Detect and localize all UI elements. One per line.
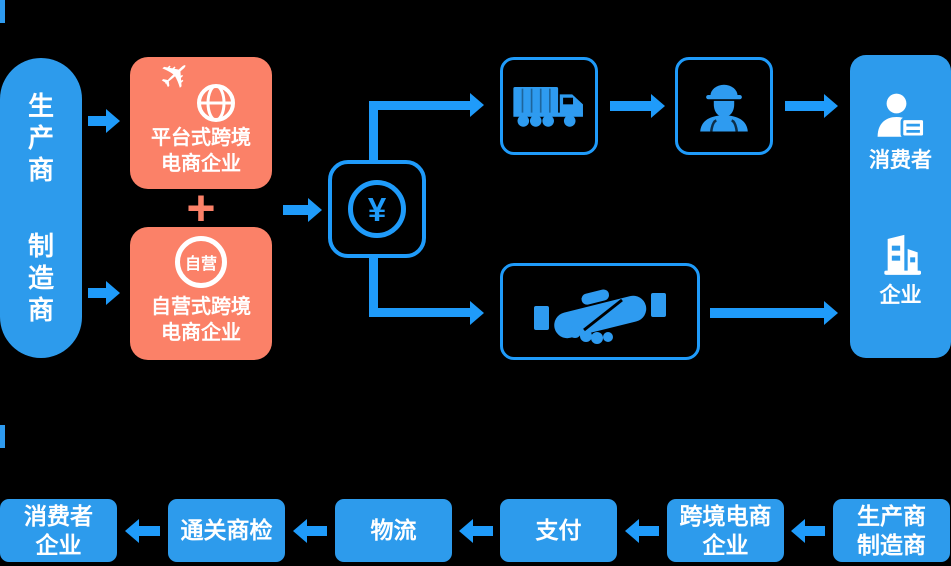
step-label: 企业 xyxy=(35,531,82,558)
arrow-left-icon xyxy=(293,519,327,543)
deal-node xyxy=(500,263,700,360)
enterprise-icon xyxy=(883,234,921,275)
step-label: 通关商检 xyxy=(180,517,273,543)
globe-icon xyxy=(197,84,235,122)
producer-pill: 生产商 制造商 xyxy=(0,58,82,358)
handshake-icon xyxy=(534,289,666,344)
bottom-step-customs-inspection: 通关商检 xyxy=(168,499,285,562)
step-label: 消费者 xyxy=(24,502,93,529)
payment-node: ¥ xyxy=(328,160,426,258)
arrow-right-icon xyxy=(88,281,120,305)
step-label: 生产商 xyxy=(857,502,926,529)
truck-icon xyxy=(513,86,583,127)
platform-ecommerce-box: ✈ 平台式跨境 电商企业 xyxy=(130,50,272,189)
enterprise-label: 企业 xyxy=(879,284,922,307)
section-marker-top xyxy=(0,0,5,23)
worker-icon xyxy=(700,84,748,132)
step-label: 物流 xyxy=(370,517,417,543)
arrow-head-icon xyxy=(470,93,484,117)
logistics-node xyxy=(500,57,598,155)
section-marker-bottom xyxy=(0,425,5,448)
consumer-label: 消费者 xyxy=(869,149,932,172)
bottom-step-crossborder-ecommerce: 跨境电商 企业 xyxy=(667,499,784,562)
producer-label: 生产商 xyxy=(27,91,54,185)
plane-globe-icon: ✈ xyxy=(150,50,240,125)
step-label: 企业 xyxy=(702,531,749,558)
arrow-right-icon xyxy=(610,94,665,118)
step-label: 跨境电商 xyxy=(679,502,772,529)
arrow-left-icon xyxy=(459,519,493,543)
customs-worker-node xyxy=(675,57,773,155)
manufacturer-label: 制造商 xyxy=(27,231,54,325)
step-label: 制造商 xyxy=(857,531,926,558)
arrow-right-icon xyxy=(88,109,120,133)
step-label: 支付 xyxy=(535,517,582,543)
bottom-step-producer-manufacturer: 生产商 制造商 xyxy=(833,499,950,562)
bottom-step-payment: 支付 xyxy=(500,499,617,562)
bottom-step-consumer-enterprise: 消费者 企业 xyxy=(0,499,117,562)
arrow-head-icon xyxy=(470,301,484,325)
receiver-box: 消费者 企业 xyxy=(850,55,951,358)
yuan-circle-icon: ¥ xyxy=(348,180,406,238)
arrow-right-icon xyxy=(710,301,838,325)
platform-box-label: 平台式跨境 电商企业 xyxy=(151,125,251,177)
self-ecommerce-box: 自营 自营式跨境 电商企业 xyxy=(130,227,272,360)
plus-sign: + xyxy=(186,180,216,236)
connector-line xyxy=(369,101,470,110)
platform-label-line2: 电商企业 xyxy=(161,153,241,175)
connector-line xyxy=(369,255,378,317)
self-label-line2: 电商企业 xyxy=(161,322,241,344)
consumer-icon xyxy=(877,93,926,139)
arrow-left-icon xyxy=(125,519,160,543)
arrow-right-icon xyxy=(283,198,322,222)
self-operated-badge-icon: 自营 xyxy=(175,236,227,288)
self-box-label: 自营式跨境 电商企业 xyxy=(151,294,251,346)
self-operated-badge-label: 自营 xyxy=(184,256,217,273)
yuan-symbol: ¥ xyxy=(367,190,387,228)
bottom-step-logistics: 物流 xyxy=(335,499,452,562)
self-label-line1: 自营式跨境 xyxy=(151,296,251,318)
arrow-right-icon xyxy=(785,94,838,118)
connector-line xyxy=(369,308,470,317)
arrow-left-icon xyxy=(791,519,825,543)
platform-label-line1: 平台式跨境 xyxy=(151,127,251,149)
connector-line xyxy=(369,101,378,163)
arrow-left-icon xyxy=(625,519,659,543)
